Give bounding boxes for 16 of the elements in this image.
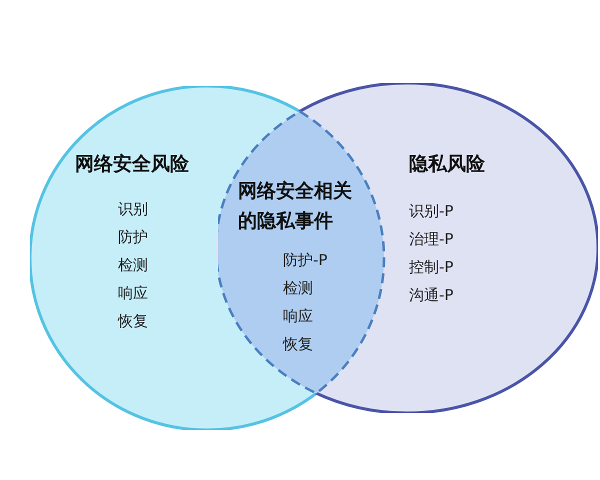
list-item: 控制-P [409, 257, 454, 277]
list-item: 识别 [118, 199, 148, 219]
list-item: 沟通-P [409, 285, 454, 305]
list-item: 响应 [118, 283, 148, 303]
heading: 网络安全风险 [75, 152, 189, 177]
list-item: 识别-P [409, 201, 454, 221]
list-item: 防护-P [283, 250, 328, 270]
list-item: 响应 [283, 306, 313, 326]
list-item: 防护 [118, 227, 148, 247]
heading: 隐私风险 [409, 152, 485, 177]
list-item: 治理-P [409, 229, 454, 249]
list-item: 恢复 [118, 311, 148, 331]
list-item: 检测 [118, 255, 148, 275]
list-item: 恢复 [283, 334, 313, 354]
heading: 网络安全相关的隐私事件 [238, 179, 353, 234]
list-item: 检测 [283, 278, 313, 298]
